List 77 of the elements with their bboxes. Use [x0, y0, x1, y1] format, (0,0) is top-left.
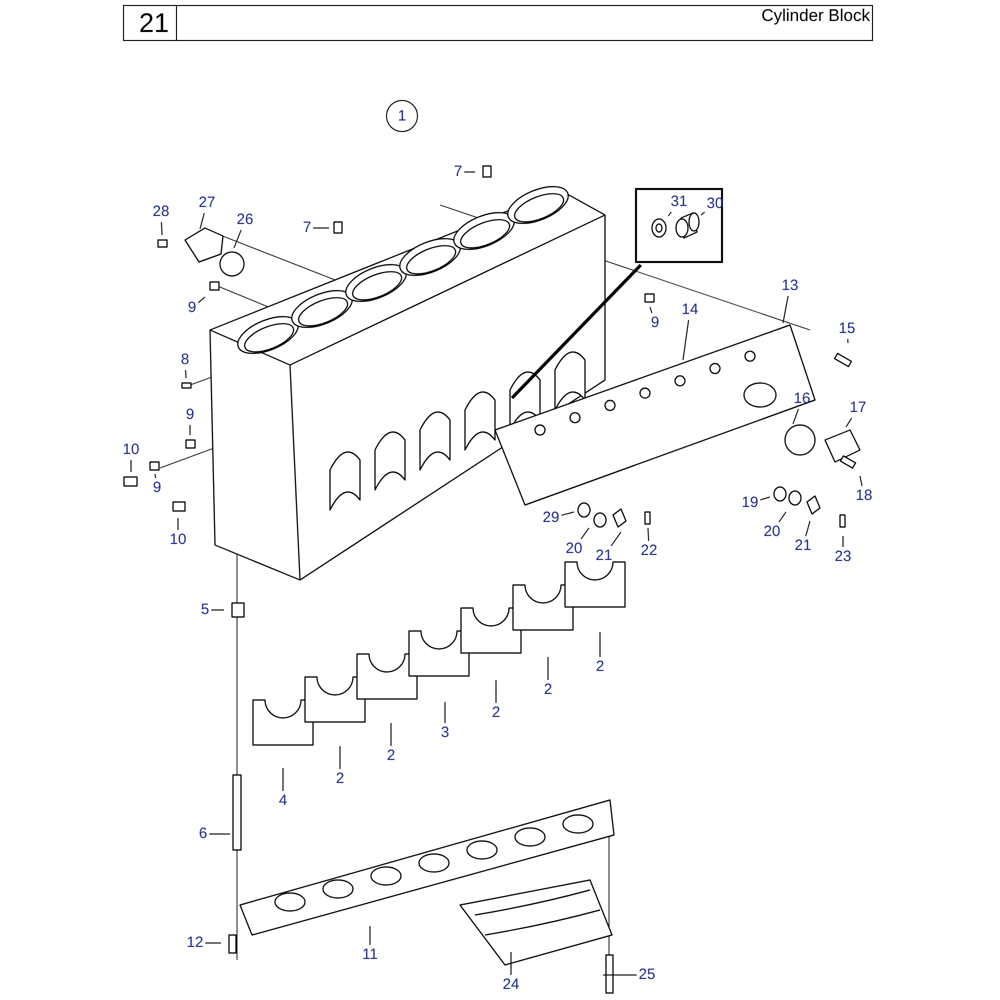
callout-number: 20 — [764, 524, 780, 540]
leader-line — [198, 296, 206, 304]
leader-line — [842, 536, 844, 548]
leader-line — [860, 476, 862, 486]
callout-number: 7 — [454, 164, 462, 180]
callout-number: 5 — [200, 602, 210, 618]
circled-callout — [386, 100, 418, 132]
leader-line — [668, 212, 672, 216]
callout-number: 2 — [544, 682, 552, 698]
callout-number: 10 — [170, 532, 186, 548]
callout-number: 9 — [188, 300, 196, 316]
leader-line — [792, 408, 799, 424]
leader-line — [580, 528, 590, 540]
callout-number: 14 — [682, 302, 698, 318]
callout-number: 24 — [502, 977, 520, 993]
callout-number: 7 — [302, 220, 312, 236]
callout-number: 9 — [650, 315, 660, 331]
leader-line — [510, 952, 512, 976]
leader-line — [648, 528, 650, 542]
callout-number: 23 — [834, 549, 852, 565]
leader-line — [200, 212, 205, 230]
callout-number: 25 — [638, 967, 656, 983]
leader-line — [782, 296, 789, 324]
leader-line — [805, 520, 810, 536]
seal-ring-icon — [651, 218, 667, 238]
leader-line — [234, 230, 242, 248]
callout-number: 10 — [122, 442, 140, 458]
callout-number: 3 — [440, 725, 450, 741]
leader-line — [204, 942, 222, 944]
leader-line — [154, 474, 156, 478]
callout-number: 16 — [794, 391, 810, 407]
leader-line — [760, 496, 770, 500]
callout-number: 2 — [492, 705, 500, 721]
callout-number: 21 — [794, 538, 812, 554]
leader-line — [390, 722, 392, 746]
callout-number: 6 — [198, 826, 208, 842]
page-number: 21 — [138, 7, 170, 40]
detail-inset-frame — [635, 188, 723, 263]
callout-number: 2 — [336, 771, 344, 787]
leader-line — [778, 512, 786, 522]
callout-number: 19 — [742, 495, 758, 511]
leader-line — [602, 974, 638, 976]
callout-number: 2 — [596, 659, 604, 675]
leader-line — [130, 460, 132, 472]
leader-line — [282, 768, 284, 792]
callout-number: 8 — [180, 352, 190, 368]
callout-number: 22 — [640, 543, 658, 559]
leader-line — [185, 370, 186, 378]
leader-line — [610, 532, 622, 546]
leader-line — [682, 320, 690, 360]
callout-number: 15 — [838, 321, 856, 337]
callout-number: 26 — [236, 212, 254, 228]
leader-line — [160, 222, 162, 236]
callout-number: 2 — [386, 748, 396, 764]
leader-line — [700, 212, 706, 216]
title: Cylinder Block — [761, 6, 870, 26]
leader-line — [847, 338, 848, 344]
callout-number: 4 — [278, 793, 288, 809]
callout-number: 13 — [782, 278, 798, 294]
callout-number: 12 — [186, 935, 204, 951]
leader-line — [846, 418, 852, 428]
callout-number: 18 — [856, 488, 872, 504]
callout-number: 9 — [152, 480, 162, 496]
callout-number: 21 — [596, 548, 612, 564]
leader-line — [444, 702, 446, 724]
bushing-icon — [675, 212, 699, 240]
callout-number: 1 — [398, 108, 406, 124]
callout-number: 17 — [850, 400, 866, 416]
callout-number: 20 — [566, 541, 582, 557]
callout-number: 9 — [186, 407, 194, 423]
callout-number: 28 — [152, 204, 170, 220]
callout-number: 29 — [542, 510, 560, 526]
callout-number: 27 — [198, 195, 216, 211]
callout-number: 11 — [362, 947, 378, 963]
leader-line — [650, 306, 652, 314]
callout-number: 31 — [670, 194, 688, 210]
leader-line — [560, 512, 574, 516]
